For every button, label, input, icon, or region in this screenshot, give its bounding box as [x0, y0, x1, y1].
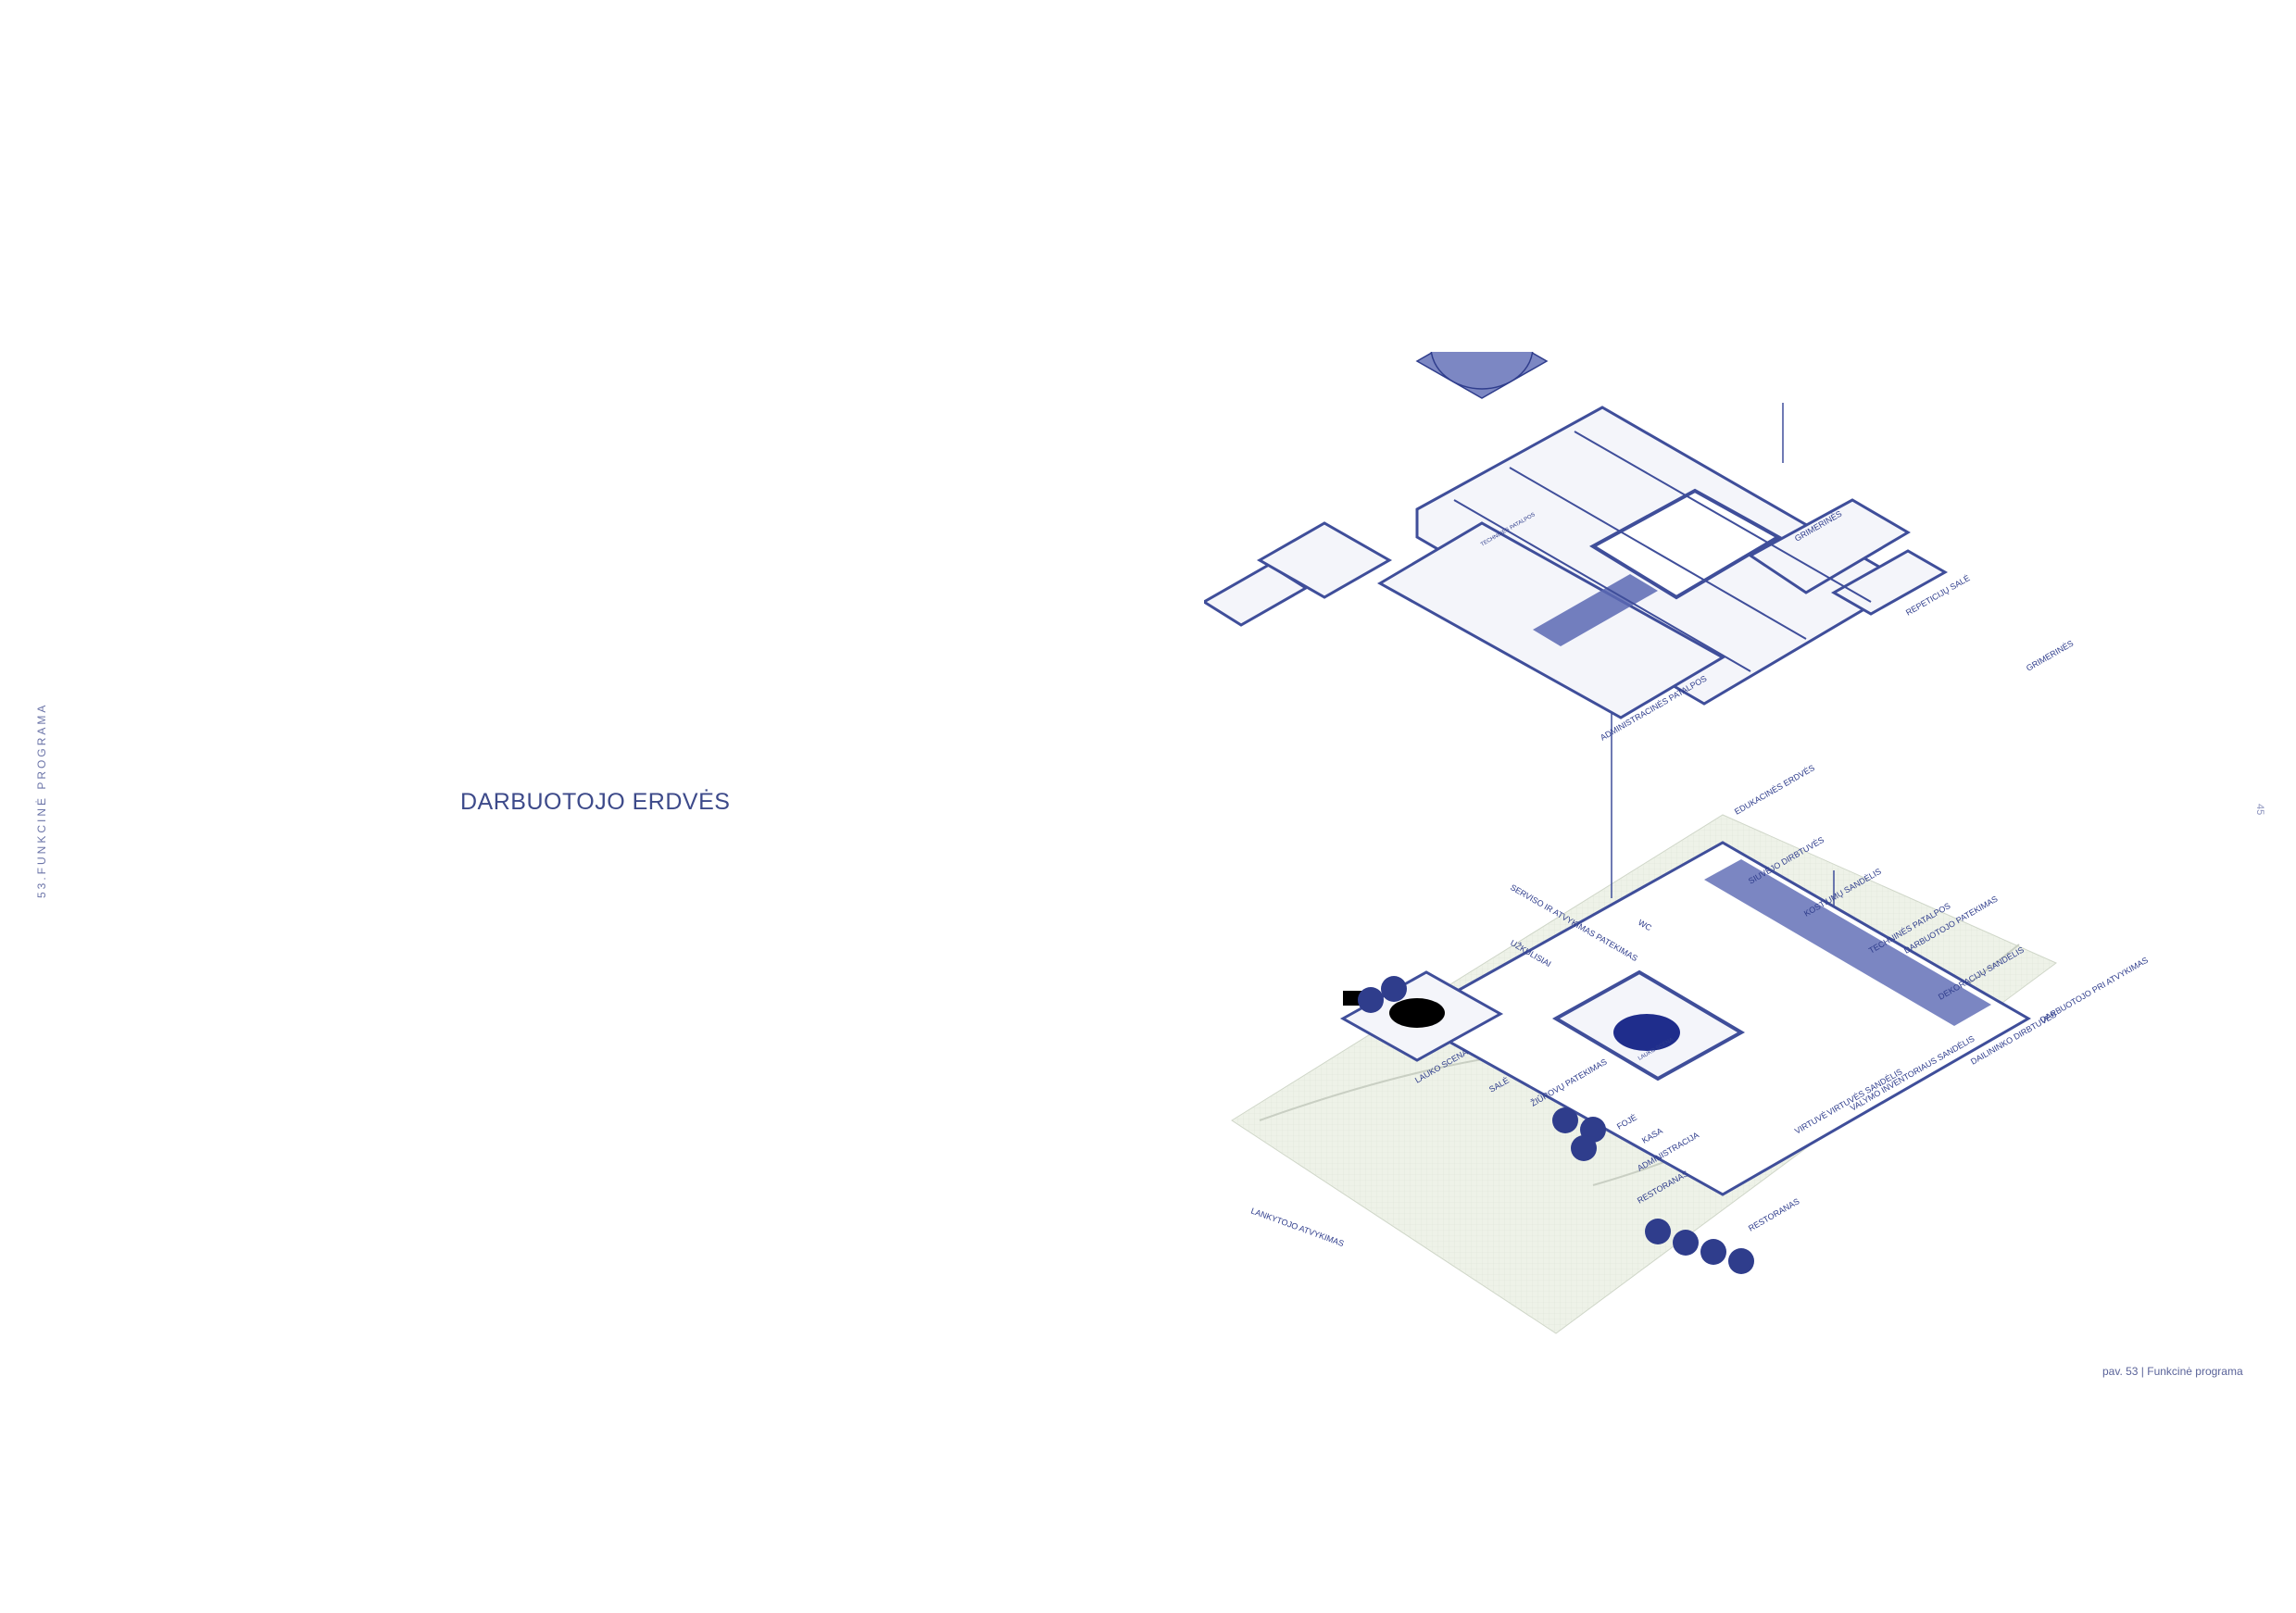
label-edukacines: EDUKACINĖS ERDVĖS — [1733, 763, 1816, 817]
side-section-label: 53.FUNKCINĖ PROGRAMA — [35, 702, 48, 898]
isometric-diagram: GRIMERINĖS REPETICIJŲ SALĖ GRIMERINĖS AD… — [1204, 352, 2269, 1352]
label-lankytojo-atvykimas: LANKYTOJO ATVYKIMAS — [1249, 1206, 1345, 1248]
upper-floor-plan — [1204, 403, 1949, 907]
label-restoranas-2: RESTORANAS — [1747, 1196, 1801, 1233]
church-dome-model — [1415, 352, 1549, 399]
trees — [1358, 976, 1754, 1274]
label-darbuotojo-pri: DARBUOTOJO PRI ATVYKIMAS — [2039, 956, 2150, 1025]
figure-caption: pav. 53 | Funkcinė programa — [2102, 1365, 2243, 1378]
label-grimerines-2: GRIMERINĖS — [2025, 639, 2075, 673]
page-title: DARBUOTOJO ERDVĖS — [460, 789, 731, 815]
lower-floor-plan — [1339, 841, 2032, 1196]
